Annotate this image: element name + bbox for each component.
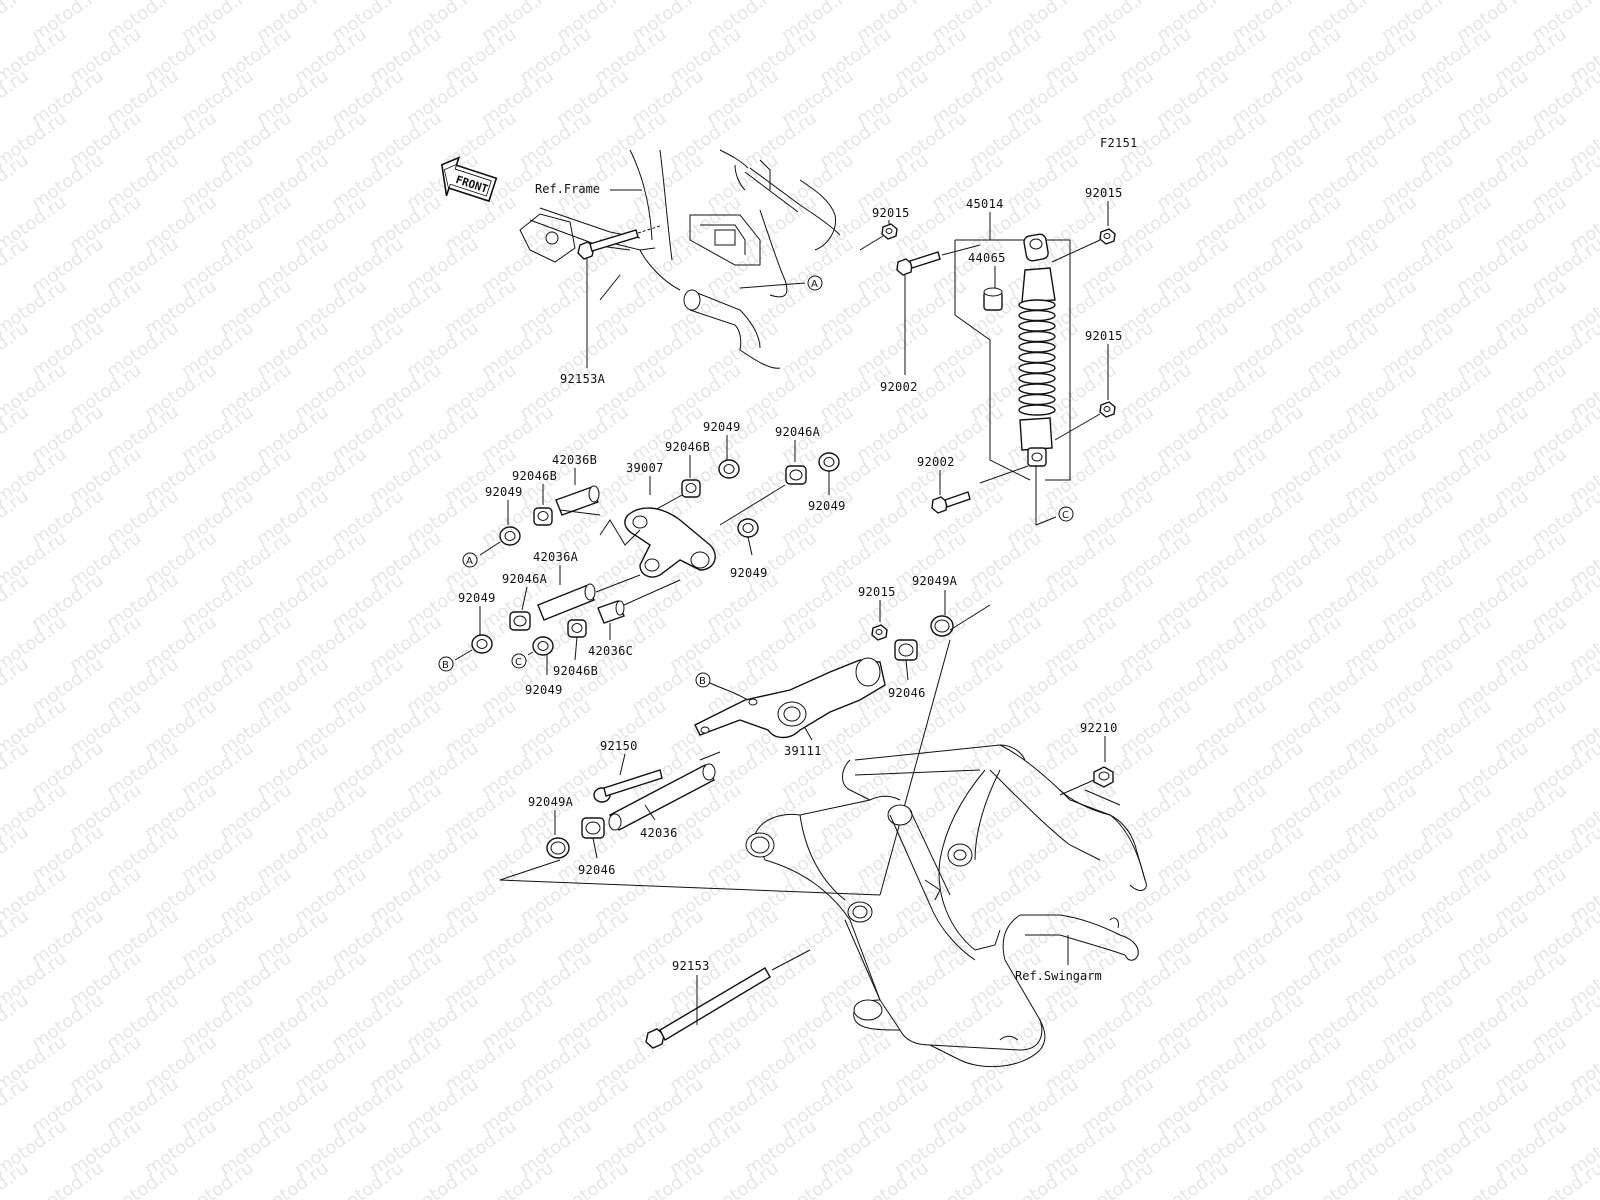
washer-92049-left xyxy=(499,526,521,546)
part-label-92046b-bottom: 92046B xyxy=(553,664,598,678)
part-label-92049a-bottom: 92049A xyxy=(528,795,574,809)
part-label-92150: 92150 xyxy=(600,739,638,753)
spacer-92049a-top xyxy=(930,615,954,637)
spring-coil xyxy=(1018,404,1056,416)
part-label-42036a: 42036A xyxy=(533,550,579,564)
part-label-42036c: 42036C xyxy=(588,644,633,658)
washer-92049-center xyxy=(737,518,759,538)
ref-circle-c-link-letter: C xyxy=(515,657,522,668)
ref-circle-b-link-letter: B xyxy=(442,660,449,671)
part-label-92049-left: 92049 xyxy=(485,485,523,499)
ref-circle-a-link xyxy=(462,552,478,568)
part-label-92046a-top: 92046A xyxy=(775,425,821,439)
bearing-92046-bottom xyxy=(581,817,605,839)
part-label-44065: 44065 xyxy=(968,251,1006,265)
bearing-92046a-top xyxy=(785,465,807,485)
part-label-92015-swing: 92015 xyxy=(858,585,896,599)
part-label-92002-upper: 92002 xyxy=(880,380,918,394)
ref-circle-b-rod xyxy=(695,672,711,688)
spring-coil xyxy=(1018,393,1056,406)
part-label-92046-right: 92046 xyxy=(888,686,926,700)
front-arrow-icon: FRONT xyxy=(440,156,498,203)
part-label-39007: 39007 xyxy=(626,461,664,475)
spring-coil xyxy=(1018,330,1056,343)
rocker-arm-39007 xyxy=(624,507,716,578)
bolt-92002-lower xyxy=(931,491,971,514)
swingarm-drawing xyxy=(745,744,1147,1068)
bolt-92153a xyxy=(577,225,661,260)
part-label-92046a-left: 92046A xyxy=(502,572,548,586)
washer-92049-right xyxy=(818,452,840,472)
bearing-92046b-bottom xyxy=(567,619,587,638)
bearing-92046-right xyxy=(894,639,918,661)
spring-coil xyxy=(1018,383,1056,395)
part-label-92046b-left: 92046B xyxy=(512,469,557,483)
part-label-42036: 42036 xyxy=(640,826,678,840)
part-label-92049a-top: 92049A xyxy=(912,574,958,588)
tie-rod-39111 xyxy=(694,657,886,739)
bolt-92002-upper xyxy=(896,251,941,276)
spring-coil xyxy=(1018,372,1056,385)
part-label-92049-b: 92049 xyxy=(458,591,496,605)
collar-42036a xyxy=(537,583,596,621)
spring-coil xyxy=(1018,299,1056,311)
part-label-92046b-top: 92046B xyxy=(665,440,710,454)
part-label-92015-topright: 92015 xyxy=(1085,186,1123,200)
collar-42036 xyxy=(608,763,716,831)
spring-coil xyxy=(1018,362,1056,374)
bearing-92046b-left xyxy=(533,507,553,526)
ref-frame-label: Ref.Frame xyxy=(535,182,600,196)
ref-circle-c-link xyxy=(511,653,527,669)
part-label-92153: 92153 xyxy=(672,959,710,973)
washer-92049-c xyxy=(532,636,554,656)
part-label-92049-c: 92049 xyxy=(525,683,563,697)
part-label-92015-mid: 92015 xyxy=(1085,329,1123,343)
watermark-text: motod.ru xyxy=(0,0,33,46)
bearing-92046b-top xyxy=(681,479,701,498)
spring-coil xyxy=(1018,351,1056,364)
spring-coil xyxy=(1018,341,1056,353)
shock-absorber-45014 xyxy=(1018,233,1056,467)
ref-circle-a-frame xyxy=(807,275,823,291)
washer-92049-b xyxy=(471,634,493,654)
watermark-text: motod.ru xyxy=(1528,1158,1600,1200)
bolt-92153 xyxy=(645,967,771,1049)
ref-swingarm-label: Ref.Swingarm xyxy=(1015,969,1102,983)
bolt-92150 xyxy=(593,769,663,803)
part-label-92015-top: 92015 xyxy=(872,206,910,220)
ref-circle-c-shock xyxy=(1058,506,1074,522)
collar-42036b xyxy=(555,485,600,516)
part-label-39111: 39111 xyxy=(784,744,822,758)
figure-code: F2151 xyxy=(1100,136,1138,150)
collar-42036c xyxy=(597,600,625,624)
spring-coil xyxy=(1018,320,1056,332)
part-label-42036b: 42036B xyxy=(552,453,597,467)
part-label-92210: 92210 xyxy=(1080,721,1118,735)
nut-92015-mid xyxy=(1099,401,1116,418)
spring-coil xyxy=(1018,309,1056,322)
part-label-92049-right: 92049 xyxy=(808,499,846,513)
spacer-92049a-bottom xyxy=(546,837,570,859)
part-label-45014: 45014 xyxy=(966,197,1004,211)
nut-92015-top xyxy=(881,223,898,240)
ref-circle-c-shock-letter: C xyxy=(1062,510,1069,521)
part-label-92049-top: 92049 xyxy=(703,420,741,434)
part-label-92002-lower: 92002 xyxy=(917,455,955,469)
part-label-92049-center: 92049 xyxy=(730,566,768,580)
ref-circle-b-rod-letter: B xyxy=(699,676,706,687)
washer-92049-top xyxy=(718,459,740,479)
frame-drawing xyxy=(519,149,841,369)
ref-circle-a-link-letter: A xyxy=(466,556,473,567)
bearing-92046a-left xyxy=(509,611,531,631)
ref-circle-a-frame-letter: A xyxy=(811,279,818,290)
nut-92015-swing xyxy=(871,624,888,641)
nut-92210 xyxy=(1093,766,1114,788)
ref-circle-b-link xyxy=(438,656,454,672)
part-label-92046-bottom: 92046 xyxy=(578,863,616,877)
bushing-44065 xyxy=(983,287,1003,311)
nut-92015-topright xyxy=(1099,228,1116,245)
part-label-92153a: 92153A xyxy=(560,372,606,386)
